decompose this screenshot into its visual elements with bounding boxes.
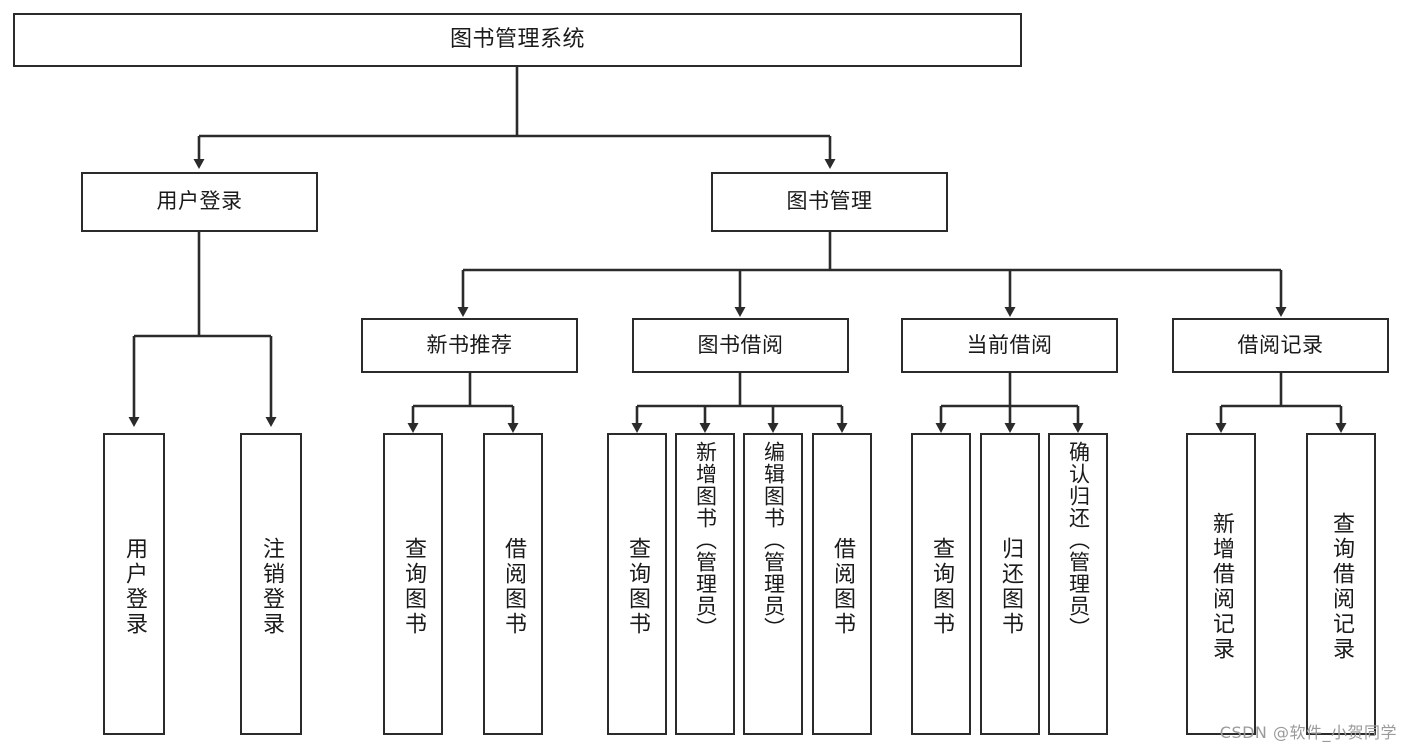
node-leaf-query-book-3[interactable]: 查询图书 <box>911 433 971 735</box>
node-label-new-book-recommend: 新书推荐 <box>426 332 513 357</box>
node-leaf-logout-login[interactable]: 注销登录 <box>240 433 302 735</box>
node-leaf-edit-book-admin[interactable]: 编辑图书（管理员） <box>743 433 803 735</box>
node-book-borrow[interactable]: 图书借阅 <box>632 318 849 373</box>
node-leaf-query-book-1[interactable]: 查询图书 <box>383 433 443 735</box>
node-book-manage[interactable]: 图书管理 <box>711 172 948 232</box>
node-label-current-borrow: 当前借阅 <box>966 332 1053 357</box>
node-leaf-borrow-book-2[interactable]: 借阅图书 <box>812 433 872 735</box>
node-borrow-record[interactable]: 借阅记录 <box>1172 318 1389 373</box>
node-label-leaf-query-borrow-record: 查询借阅记录 <box>1329 512 1354 662</box>
node-label-leaf-add-borrow-record: 新增借阅记录 <box>1209 512 1234 662</box>
node-label-leaf-query-book-2: 查询图书 <box>625 537 650 637</box>
node-label-leaf-confirm-return-admin: 确认归还（管理员） <box>1066 441 1091 639</box>
node-leaf-borrow-book-1[interactable]: 借阅图书 <box>483 433 543 735</box>
node-label-leaf-add-book-admin: 新增图书（管理员） <box>693 441 718 639</box>
node-leaf-add-book-admin[interactable]: 新增图书（管理员） <box>675 433 735 735</box>
node-current-borrow[interactable]: 当前借阅 <box>901 318 1118 373</box>
node-leaf-user-login[interactable]: 用户登录 <box>103 433 165 735</box>
node-leaf-return-book[interactable]: 归还图书 <box>980 433 1040 735</box>
node-new-book-recommend[interactable]: 新书推荐 <box>361 318 578 373</box>
node-leaf-add-borrow-record[interactable]: 新增借阅记录 <box>1186 433 1256 735</box>
node-label-leaf-query-book-1: 查询图书 <box>401 537 426 637</box>
csdn-watermark: CSDN @软件_小贺同学 <box>1219 723 1397 742</box>
node-label-leaf-return-book: 归还图书 <box>998 537 1023 637</box>
node-root-system[interactable]: 图书管理系统 <box>13 13 1022 67</box>
node-label-leaf-borrow-book-2: 借阅图书 <box>830 537 855 637</box>
node-leaf-query-book-2[interactable]: 查询图书 <box>607 433 667 735</box>
node-user-login[interactable]: 用户登录 <box>81 172 318 232</box>
node-label-leaf-borrow-book-1: 借阅图书 <box>501 537 526 637</box>
node-label-leaf-user-login: 用户登录 <box>122 537 147 637</box>
node-leaf-query-borrow-record[interactable]: 查询借阅记录 <box>1306 433 1376 735</box>
node-label-leaf-query-book-3: 查询图书 <box>929 537 954 637</box>
node-label-leaf-edit-book-admin: 编辑图书（管理员） <box>761 441 786 639</box>
node-label-user-login: 用户登录 <box>156 189 243 214</box>
node-label-book-manage: 图书管理 <box>786 189 873 214</box>
node-leaf-confirm-return-admin[interactable]: 确认归还（管理员） <box>1048 433 1108 735</box>
node-label-book-borrow: 图书借阅 <box>697 332 784 357</box>
node-label-borrow-record: 借阅记录 <box>1237 332 1324 357</box>
node-label-leaf-logout-login: 注销登录 <box>259 537 284 637</box>
node-label-root: 图书管理系统 <box>449 26 585 52</box>
